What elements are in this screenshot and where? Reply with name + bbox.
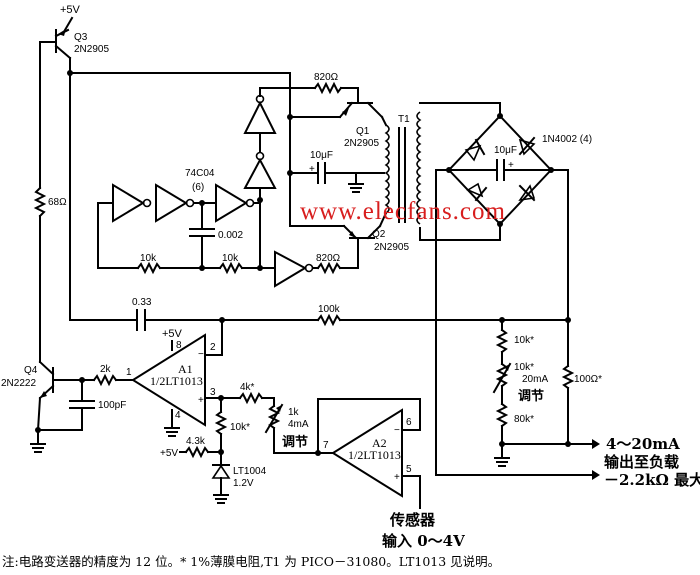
watermark: www.elecfans.com bbox=[300, 198, 506, 225]
a2-ref: A2 bbox=[372, 436, 387, 450]
c10u-bridge-label: 10μF bbox=[494, 145, 517, 156]
bridge-rectifier bbox=[446, 113, 554, 227]
inverter-gate bbox=[243, 132, 277, 189]
q3-ref: Q3 bbox=[74, 32, 88, 43]
output-destination: 输出至负载 bbox=[604, 453, 679, 471]
inverter-gate bbox=[215, 183, 255, 223]
pot10k-value: 10k* bbox=[514, 362, 534, 373]
output-load-max: －2.2kΩ 最大 bbox=[604, 471, 700, 489]
ground-icon bbox=[30, 429, 46, 453]
transistor-q1 bbox=[289, 101, 388, 127]
q2-part: 2N2905 bbox=[374, 242, 409, 253]
c0002-label: 0.002 bbox=[218, 230, 243, 241]
diode-icon bbox=[518, 184, 536, 202]
a2-pin5: 5 bbox=[406, 464, 412, 475]
inverter-part: 74C04 bbox=[185, 168, 215, 179]
r43k-supply: +5V bbox=[160, 448, 178, 459]
q1-ref: Q1 bbox=[356, 126, 370, 137]
supply-label-q3: +5V bbox=[60, 4, 81, 16]
transformer-t1 bbox=[384, 111, 422, 225]
pot1k-adjust: 调节 bbox=[282, 434, 308, 450]
a1-pin2: 2 bbox=[210, 342, 216, 353]
opamp-a1 bbox=[131, 333, 206, 427]
ground-icon bbox=[164, 427, 180, 437]
footnote: 注:电路变送器的精度为 12 位。* 1%薄膜电阻,T1 为 PICO－3108… bbox=[2, 554, 500, 569]
a2-pin7: 7 bbox=[323, 440, 329, 451]
pot10k-note: 20mA bbox=[522, 374, 548, 385]
a2-part: 1/2LT1013 bbox=[348, 448, 401, 462]
pot1k-value: 1k bbox=[288, 407, 300, 418]
zener-reference-diode bbox=[211, 451, 231, 496]
a1-supply: +5V bbox=[162, 328, 183, 340]
lt1004-part: LT1004 bbox=[233, 466, 267, 477]
r2k-label: 2k bbox=[100, 364, 112, 375]
transistor-q2 bbox=[342, 224, 382, 269]
r43k-label: 4.3k bbox=[186, 436, 206, 447]
sensor-label: 传感器 bbox=[389, 511, 436, 529]
bridge-label: 1N4002 (4) bbox=[542, 134, 592, 145]
diode-icon bbox=[464, 138, 486, 162]
resistor-68ohm bbox=[33, 186, 47, 363]
ground-icon bbox=[494, 443, 510, 467]
a1-part: 1/2LT1013 bbox=[150, 374, 203, 388]
a2-pin6: 6 bbox=[406, 417, 412, 428]
inverter-gate bbox=[112, 183, 152, 223]
ground-icon bbox=[348, 172, 364, 193]
a2-plus: + bbox=[394, 472, 400, 483]
r10k-a-label: 10k bbox=[140, 253, 157, 264]
r10k-b-label: 10k bbox=[222, 253, 239, 264]
a1-ref: A1 bbox=[178, 362, 193, 376]
a1-pin1: 1 bbox=[126, 367, 132, 378]
r100-label: 100Ω* bbox=[574, 374, 602, 385]
q3-part: 2N2905 bbox=[74, 44, 109, 55]
sensor-range: 输入 0～4V bbox=[382, 532, 465, 550]
diode-icon bbox=[518, 136, 536, 156]
r820-bot-label: 820Ω bbox=[316, 253, 341, 264]
r80k-label: 80k* bbox=[514, 414, 534, 425]
ground-icon bbox=[213, 494, 229, 504]
a1-pin4: 4 bbox=[175, 410, 181, 421]
r10k-out-label: 10k* bbox=[514, 335, 534, 346]
inverter-gate bbox=[243, 87, 277, 134]
q2-ref: Q2 bbox=[372, 229, 386, 240]
r4k-label: 4k* bbox=[240, 382, 255, 393]
t1-ref: T1 bbox=[398, 114, 410, 125]
c10u-bridge-plus: + bbox=[508, 160, 514, 171]
q1-part: 2N2905 bbox=[344, 138, 379, 149]
r10k-div-label: 10k* bbox=[230, 422, 250, 433]
a1-pin3: 3 bbox=[210, 387, 216, 398]
a2-minus: − bbox=[394, 425, 400, 436]
c100p-label: 100pF bbox=[98, 400, 126, 411]
inverter-count: (6) bbox=[192, 182, 204, 193]
pot1k-note: 4mA bbox=[288, 419, 309, 430]
diode-icon bbox=[466, 182, 488, 202]
opamp-a2 bbox=[331, 408, 403, 498]
a1-pin8: 8 bbox=[176, 340, 182, 351]
r68-label: 68Ω bbox=[48, 197, 67, 208]
c033-label: 0.33 bbox=[132, 297, 152, 308]
q4-part: 2N2222 bbox=[1, 378, 36, 389]
a1-plus: + bbox=[198, 395, 204, 406]
lt1004-value: 1.2V bbox=[233, 478, 254, 489]
c10u-primary-plus: + bbox=[309, 164, 315, 175]
transistor-q3 bbox=[39, 16, 74, 189]
r100k-label: 100k bbox=[318, 304, 341, 315]
pot10k-adjust: 调节 bbox=[518, 388, 544, 404]
q4-ref: Q4 bbox=[24, 365, 38, 376]
r820-top-label: 820Ω bbox=[314, 72, 339, 83]
a1-minus: − bbox=[198, 349, 204, 360]
transistor-q4 bbox=[36, 360, 55, 432]
inverter-gate bbox=[155, 183, 195, 223]
output-range: 4～20mA bbox=[606, 435, 680, 453]
c10u-primary-label: 10μF bbox=[310, 150, 333, 161]
inverter-gate bbox=[274, 250, 314, 288]
